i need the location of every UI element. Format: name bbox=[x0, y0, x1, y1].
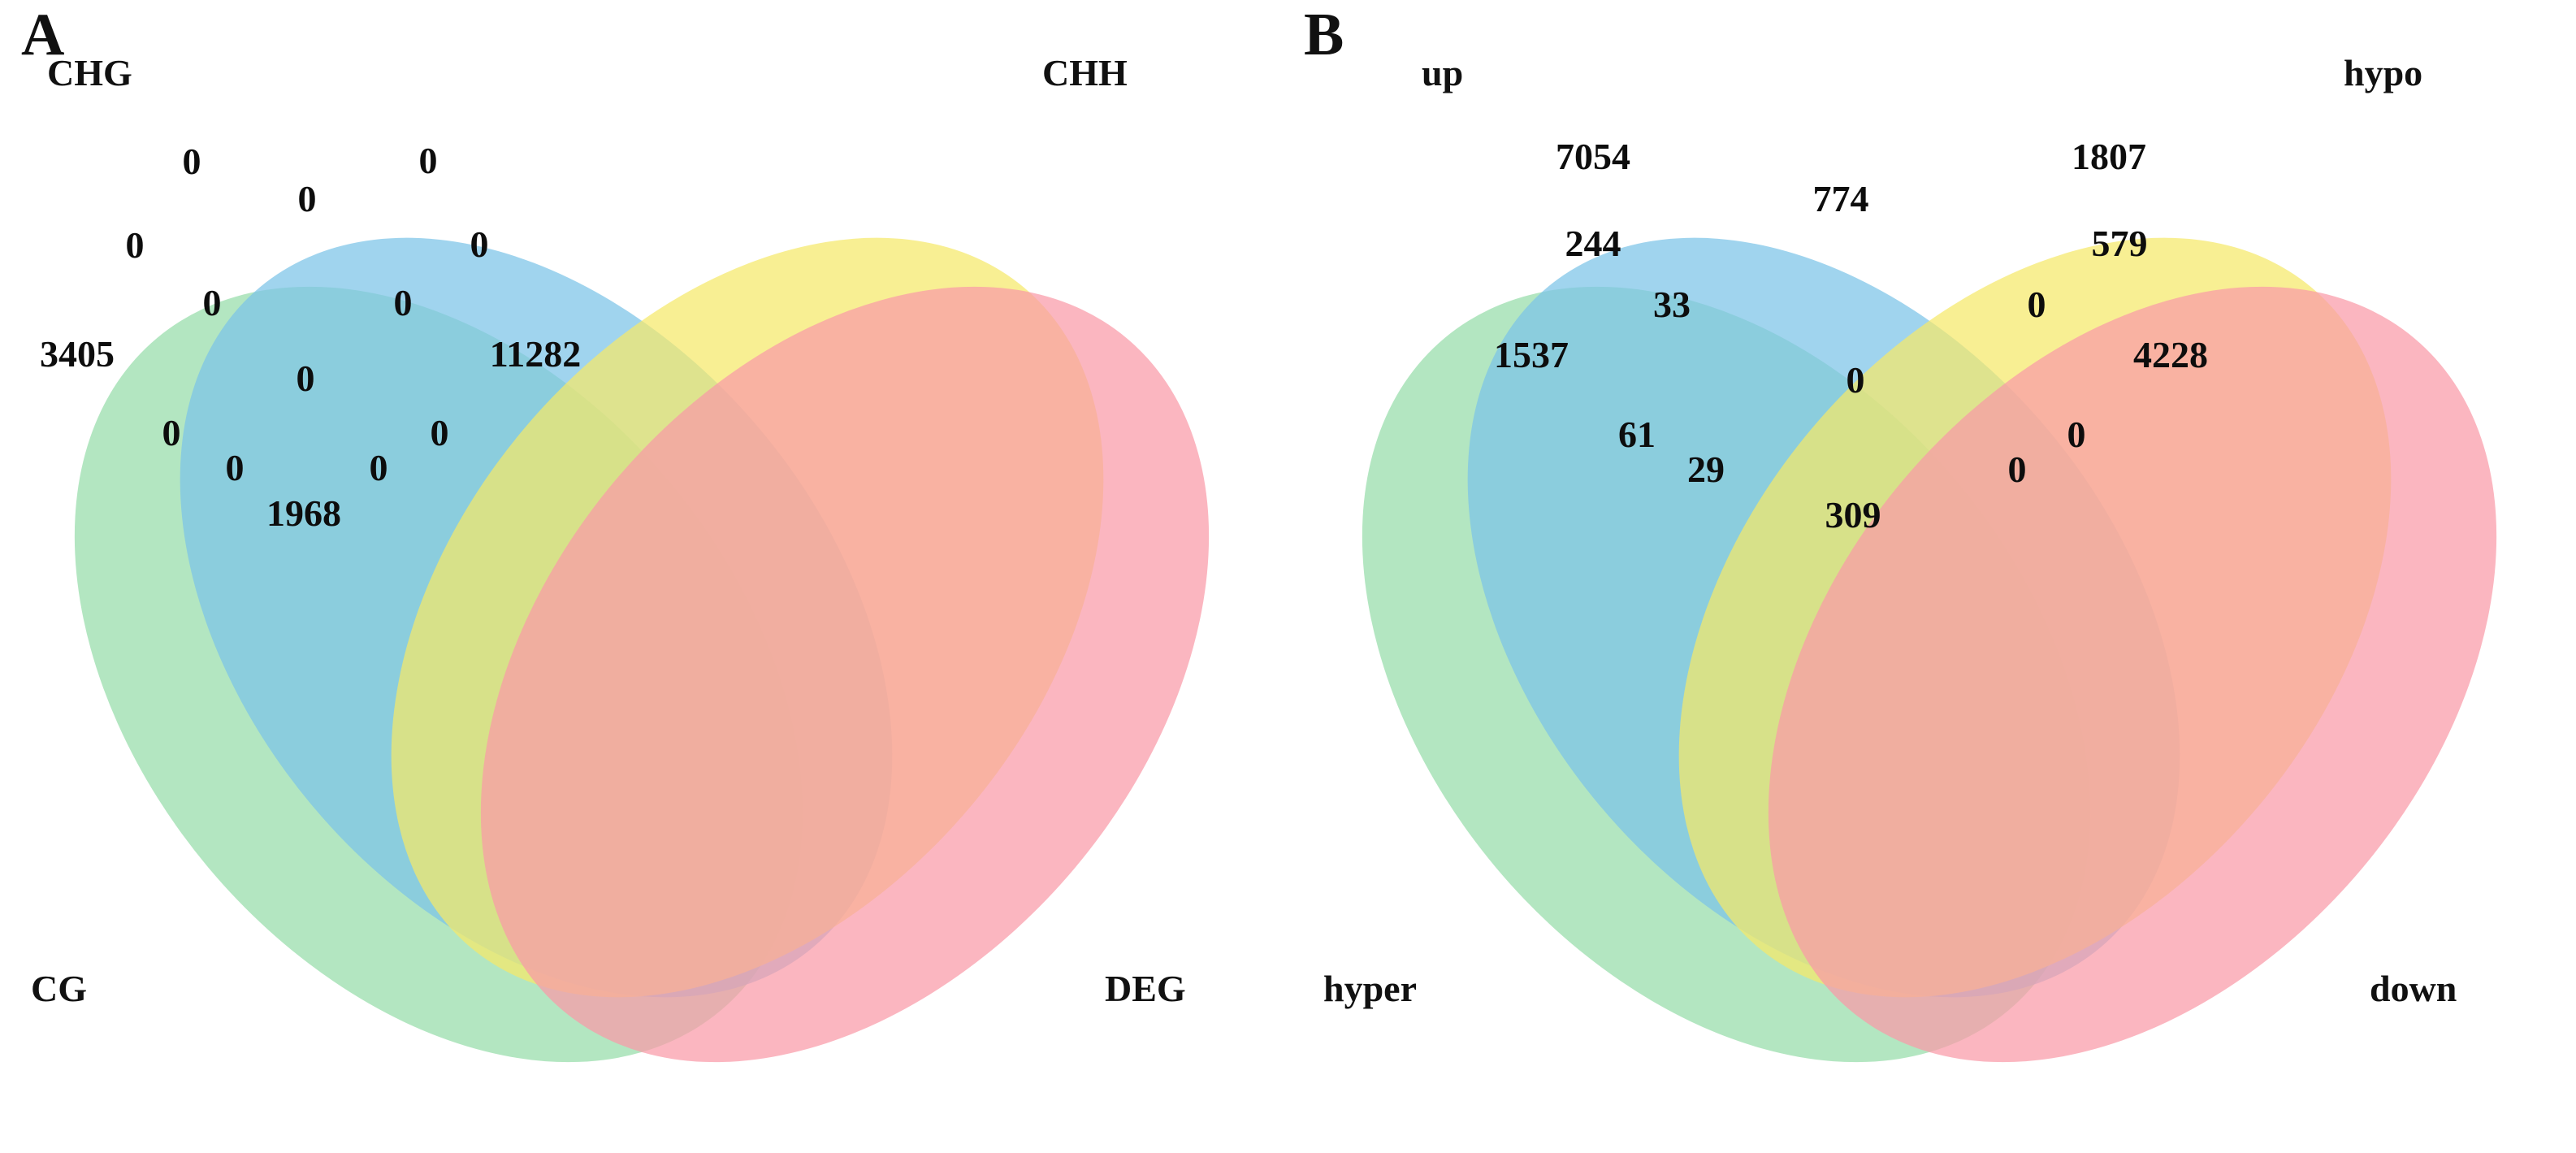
count-all-four: 0 bbox=[296, 358, 315, 399]
count-blue-yellow: 0 bbox=[297, 178, 317, 219]
count-green-blue-yellow: 0 bbox=[202, 282, 222, 323]
count-green-pink: 1968 bbox=[266, 492, 341, 534]
count-blue-only: 7054 bbox=[1556, 136, 1630, 177]
count-green-yellow: 0 bbox=[162, 412, 181, 453]
count-green-yellow-pink: 29 bbox=[1687, 449, 1725, 490]
panel-a-venn-shapes bbox=[74, 237, 1210, 1063]
count-green-only: 1537 bbox=[1494, 334, 1569, 375]
set-label-top-left: up bbox=[1422, 52, 1464, 93]
panel-a-letter: A bbox=[21, 2, 65, 68]
count-yellow-pink: 0 bbox=[470, 223, 489, 265]
count-yellow-only: 0 bbox=[418, 140, 438, 181]
count-green-blue-pink: 0 bbox=[369, 447, 388, 488]
count-green-blue: 244 bbox=[1565, 223, 1621, 264]
count-green-yellow: 61 bbox=[1618, 414, 1656, 455]
count-pink-only: 11282 bbox=[489, 333, 582, 375]
count-blue-pink: 0 bbox=[2067, 414, 2086, 455]
count-green-blue-pink: 0 bbox=[2007, 449, 2027, 490]
count-yellow-pink: 579 bbox=[2091, 223, 2148, 264]
count-blue-yellow-pink: 0 bbox=[393, 282, 413, 323]
set-label-bottom-right: down bbox=[2370, 968, 2457, 1009]
set-label-top-left: CHG bbox=[47, 52, 132, 93]
set-label-bottom-left: hyper bbox=[1323, 968, 1417, 1009]
set-label-bottom-right: DEG bbox=[1105, 968, 1186, 1009]
count-blue-pink: 0 bbox=[430, 412, 449, 453]
count-all-four: 0 bbox=[1846, 359, 1865, 401]
count-green-yellow-pink: 0 bbox=[225, 447, 245, 488]
count-yellow-only: 1807 bbox=[2072, 136, 2146, 177]
count-pink-only: 4228 bbox=[2133, 334, 2208, 375]
set-label-top-right: hypo bbox=[2344, 52, 2423, 93]
set-label-bottom-left: CG bbox=[31, 968, 87, 1009]
set-label-top-right: CHH bbox=[1042, 52, 1128, 93]
panel-b: B up hypo hyper down 7054 1807 774 244 5… bbox=[1288, 0, 2576, 1153]
count-green-blue: 0 bbox=[125, 224, 145, 266]
count-green-only: 3405 bbox=[40, 333, 115, 375]
ellipse-set-pink bbox=[1768, 286, 2497, 1063]
count-blue-yellow-pink: 0 bbox=[2027, 284, 2046, 325]
count-green-pink: 309 bbox=[1825, 494, 1881, 535]
count-blue-only: 0 bbox=[182, 141, 201, 182]
panel-b-letter: B bbox=[1304, 2, 1344, 68]
panel-b-venn-shapes bbox=[1362, 237, 2497, 1063]
ellipse-set-pink bbox=[480, 286, 1210, 1063]
count-green-blue-yellow: 33 bbox=[1653, 284, 1691, 325]
count-blue-yellow: 774 bbox=[1812, 178, 1869, 219]
panel-a: A CHG CHH CG DEG 0 0 0 0 0 0 0 3405 1128… bbox=[21, 2, 1210, 1063]
